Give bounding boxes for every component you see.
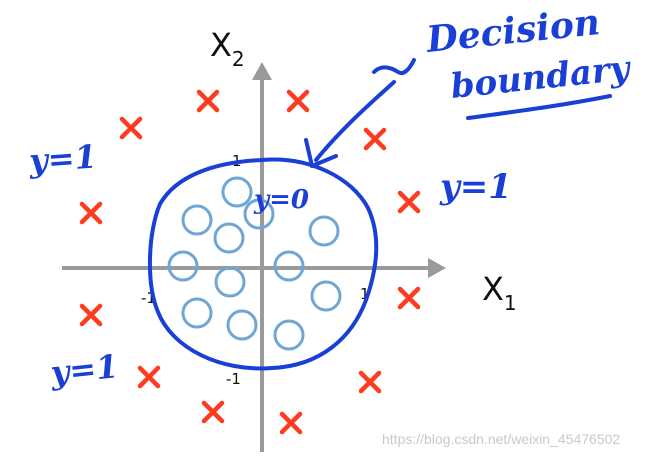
negative-examples <box>167 176 342 351</box>
boundary-underline <box>466 94 612 120</box>
circle-icon <box>308 215 340 247</box>
inside-region-label: y=0 <box>253 185 309 215</box>
cross-icon <box>196 89 220 113</box>
cross-icon <box>279 411 303 435</box>
decision-boundary-curve <box>147 157 379 371</box>
pointer-arrow-icon <box>304 138 338 168</box>
pointer-arrow-shaft <box>314 80 396 162</box>
positive-examples <box>79 89 421 435</box>
circle-icon <box>214 266 246 298</box>
circle-icon <box>273 250 305 282</box>
axes <box>62 62 446 452</box>
circle-icon <box>243 198 275 230</box>
decision-label: Decision <box>424 1 602 61</box>
circle-icon <box>167 250 199 282</box>
cross-icon <box>286 89 310 113</box>
top-left-region-label: y=1 <box>27 137 98 180</box>
cross-icon <box>79 201 103 225</box>
x-axis-label: X1 <box>482 270 517 315</box>
circle-icon <box>181 204 213 236</box>
cross-icon <box>201 400 225 424</box>
y-axis-label: X2 <box>210 26 245 71</box>
tick-y-negative: -1 <box>226 370 241 388</box>
tick-x-positive: 1 <box>360 285 370 303</box>
circle-icon <box>213 222 245 254</box>
cross-icon <box>137 365 161 389</box>
circle-icon <box>273 319 305 351</box>
cross-icon <box>397 190 421 214</box>
circle-icon <box>221 176 253 208</box>
boundary-squiggle <box>372 58 416 75</box>
y-axis-arrow-icon <box>252 62 272 80</box>
cross-icon <box>79 303 103 327</box>
cross-icon <box>119 116 143 140</box>
right-region-label: y=1 <box>439 167 512 207</box>
annotation-strokes <box>304 58 612 168</box>
bottom-left-region-label: y=1 <box>48 347 120 392</box>
cross-icon <box>363 127 387 151</box>
watermark-text: https://blog.csdn.net/weixin_45476502 <box>382 431 620 447</box>
circle-icon <box>310 280 342 312</box>
x-axis-arrow-icon <box>428 258 446 278</box>
circle-icon <box>226 309 258 341</box>
cross-icon <box>358 370 382 394</box>
circle-icon <box>181 297 213 329</box>
cross-icon <box>397 286 421 310</box>
annotations: Decision boundary y=0 y=1 y=1 y=1 <box>27 1 634 392</box>
